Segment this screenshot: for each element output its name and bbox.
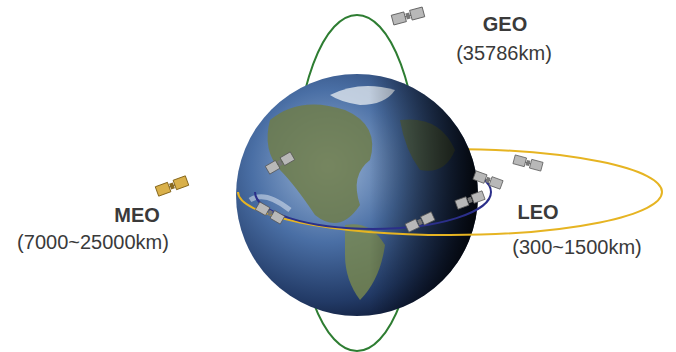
leo-satellite — [513, 155, 543, 171]
leo-satellite — [405, 212, 435, 232]
leo-satellite — [455, 191, 485, 209]
earth — [236, 74, 478, 316]
orbit-altitude: (35786km) — [454, 42, 554, 64]
meo-orbit-front — [238, 192, 662, 235]
leo-satellite — [473, 171, 503, 189]
meo-satellite — [155, 176, 188, 196]
orbit-name: GEO — [481, 13, 529, 35]
geo-satellite — [391, 7, 424, 25]
leo-satellite — [265, 152, 294, 174]
orbit-altitude: (300~1500km) — [510, 236, 644, 258]
orbit-altitude: (7000~25000km) — [15, 231, 171, 253]
leo-satellite — [255, 202, 284, 224]
orbit-name: MEO — [112, 204, 162, 226]
orbit-name: LEO — [515, 201, 560, 223]
leo-orbit-front — [255, 192, 491, 229]
